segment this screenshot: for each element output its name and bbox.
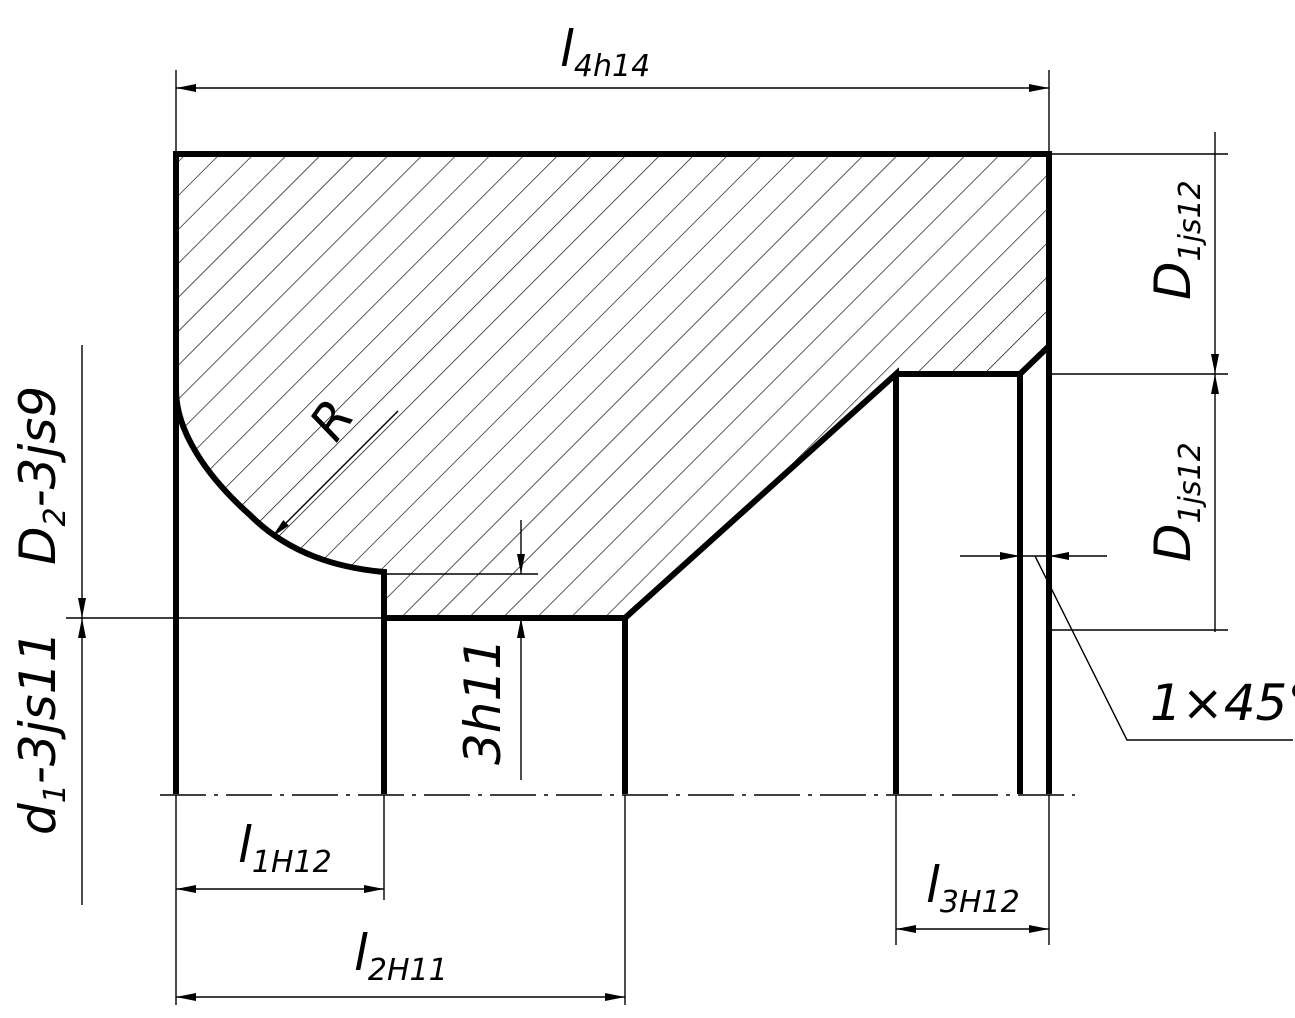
label-l2: l2H11 xyxy=(354,924,448,988)
label-D2: D2-3js9 xyxy=(9,386,73,565)
label-l3: l3H12 xyxy=(926,856,1020,920)
label-l4: l4h14 xyxy=(560,20,650,84)
fillet-profile xyxy=(173,389,387,794)
label-l1: l1H12 xyxy=(238,816,332,880)
extension-lines xyxy=(66,70,1228,1005)
leader-radius xyxy=(271,410,399,538)
label-d1: d1-3js11 xyxy=(9,631,73,835)
label-D1-bottom: D1js12 xyxy=(1144,442,1208,562)
part-outline xyxy=(173,151,1052,794)
label-D1-top: D1js12 xyxy=(1144,180,1208,300)
dimension-lines xyxy=(78,84,1293,1001)
leader-chamfer xyxy=(1034,555,1293,741)
label-step: 3h11 xyxy=(454,638,512,765)
hatched-section xyxy=(176,154,1049,618)
label-chamfer: 1×45° xyxy=(1150,674,1295,732)
bore-profile xyxy=(384,343,1052,794)
